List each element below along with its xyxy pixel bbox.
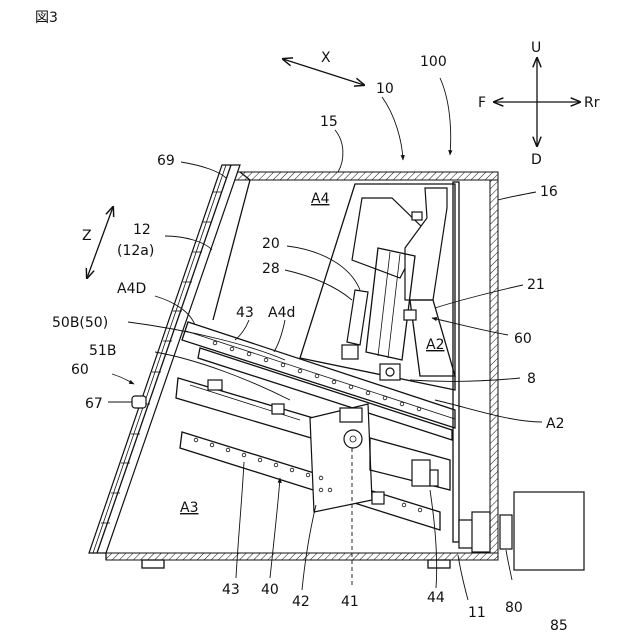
label-10: 10 <box>376 81 394 97</box>
label-85: 85 <box>550 618 568 634</box>
direction-compass: U D F Rr <box>478 40 600 168</box>
label-front: F <box>478 95 486 111</box>
label-60-left: 60 <box>71 362 89 378</box>
label-21: 21 <box>527 277 545 293</box>
label-A2-right: A2 <box>546 416 564 432</box>
label-41: 41 <box>341 594 359 610</box>
label-44: 44 <box>427 590 445 606</box>
label-69: 69 <box>157 153 175 169</box>
top-wall <box>229 172 498 180</box>
label-40: 40 <box>261 582 279 598</box>
label-A4d: A4d <box>268 305 295 321</box>
label-A3: A3 <box>180 500 198 516</box>
block-44 <box>412 460 430 486</box>
label-A4: A4 <box>311 191 330 207</box>
label-100: 100 <box>420 54 447 70</box>
unit-tab <box>412 212 422 220</box>
figure-title: 図3 <box>35 10 58 26</box>
coupling-80 <box>500 515 512 549</box>
label-rear: Rr <box>584 95 600 111</box>
label-20: 20 <box>262 236 280 252</box>
label-down: D <box>531 152 542 168</box>
label-z: Z <box>82 228 92 244</box>
hinge-67 <box>132 396 146 408</box>
label-60-right: 60 <box>514 331 532 347</box>
label-51B: 51B <box>89 343 116 359</box>
label-28: 28 <box>262 261 280 277</box>
label-67: 67 <box>85 396 103 412</box>
bottom-wall <box>106 553 498 560</box>
label-A2-inner: A2 <box>426 337 444 353</box>
rear-wall <box>490 180 498 556</box>
x-axis-arrow: X <box>283 50 364 85</box>
pulley <box>344 430 362 448</box>
label-16: 16 <box>540 184 558 200</box>
motor-box <box>342 345 358 359</box>
label-12: 12 <box>133 222 151 238</box>
z-axis-arrow: Z <box>82 207 113 278</box>
external-motor <box>500 492 584 570</box>
motor-85 <box>514 492 584 570</box>
front-panel <box>89 165 250 553</box>
label-x: X <box>321 50 331 66</box>
foot-left <box>142 560 164 568</box>
label-50B: 50B(50) <box>52 315 108 331</box>
inner-partition <box>453 182 459 542</box>
label-8: 8 <box>527 371 536 387</box>
upper-unit <box>300 184 455 390</box>
label-43-bottom: 43 <box>222 582 240 598</box>
label-11: 11 <box>468 605 486 621</box>
label-43-top: 43 <box>236 305 254 321</box>
label-A4D: A4D <box>117 281 146 297</box>
label-42: 42 <box>292 594 310 610</box>
foot-right <box>428 560 450 568</box>
label-80: 80 <box>505 600 523 616</box>
label-up: U <box>531 40 541 56</box>
label-12a: (12a) <box>117 243 154 259</box>
label-15: 15 <box>320 114 338 130</box>
